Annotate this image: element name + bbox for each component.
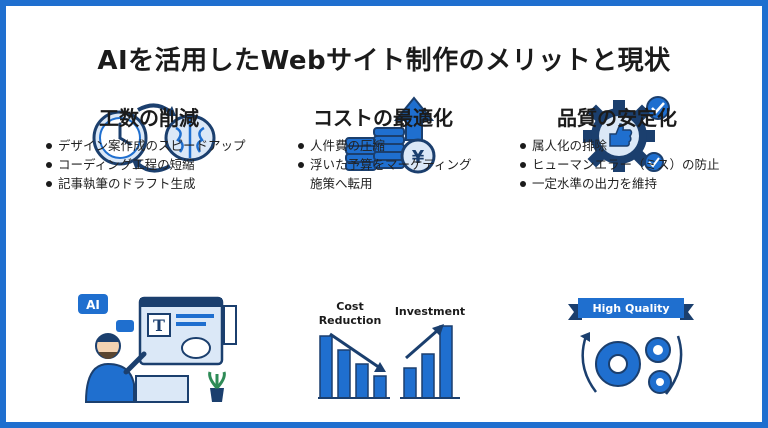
coins-yen-icon: ¥ xyxy=(345,96,436,174)
chart-label-cost-line1: Cost xyxy=(336,300,363,313)
chart-label-cost-line2: Reduction xyxy=(319,314,382,327)
list-item: 記事執筆のドラフト生成 xyxy=(44,174,284,193)
list-item: 人件費の圧縮 xyxy=(296,136,506,155)
bullet-list-cost: 人件費の圧縮 浮いた予算をマーケティング 施策へ転用 xyxy=(296,136,506,193)
gear-thumbsup-icon xyxy=(583,96,670,172)
bullet-list-quality: 属人化の排除 ヒューマンエラー（ミス）の防止 一定水準の出力を維持 xyxy=(518,136,758,193)
list-item: ヒューマンエラー（ミス）の防止 xyxy=(518,155,758,174)
bullet-list-workload: デザイン案作成のスピードアップ コーディング工程の短縮 記事執筆のドラフト生成 xyxy=(44,136,284,193)
page-title: AIを活用したWebサイト制作のメリットと現状 xyxy=(97,46,671,76)
list-item: 一定水準の出力を維持 xyxy=(518,174,758,193)
list-item: 浮いた予算をマーケティング xyxy=(296,155,506,174)
yen-symbol: ¥ xyxy=(412,147,425,168)
bar xyxy=(421,353,435,399)
high-quality-gears: High Quality xyxy=(568,298,694,395)
list-item: 属人化の排除 xyxy=(518,136,758,155)
ai-badge-text: AI xyxy=(86,298,100,312)
bar xyxy=(337,349,351,399)
heading-cost: コストの最適化 xyxy=(313,106,453,130)
list-item: コーディング工程の短縮 xyxy=(44,155,284,174)
infographic-frame: AIを活用したWebサイト制作のメリットと現状 ¥ xyxy=(6,6,762,422)
bar xyxy=(355,363,369,399)
ribbon-text: High Quality xyxy=(592,302,669,315)
text-tool-letter: T xyxy=(153,316,165,335)
bar xyxy=(319,335,333,399)
cost-investment-charts: Cost Reduction Investment xyxy=(318,300,465,399)
list-item: デザイン案作成のスピードアップ xyxy=(44,136,284,155)
bar xyxy=(403,367,417,399)
heading-workload: 工数の削減 xyxy=(99,106,199,130)
bar xyxy=(373,375,387,399)
heading-quality: 品質の安定化 xyxy=(557,106,677,130)
ai-designer-illustration: AI T xyxy=(78,294,237,403)
chart-label-investment: Investment xyxy=(395,305,465,318)
clock-brain-icon xyxy=(92,103,216,173)
list-item-continuation: 施策へ転用 xyxy=(310,176,373,191)
bar xyxy=(439,325,453,399)
